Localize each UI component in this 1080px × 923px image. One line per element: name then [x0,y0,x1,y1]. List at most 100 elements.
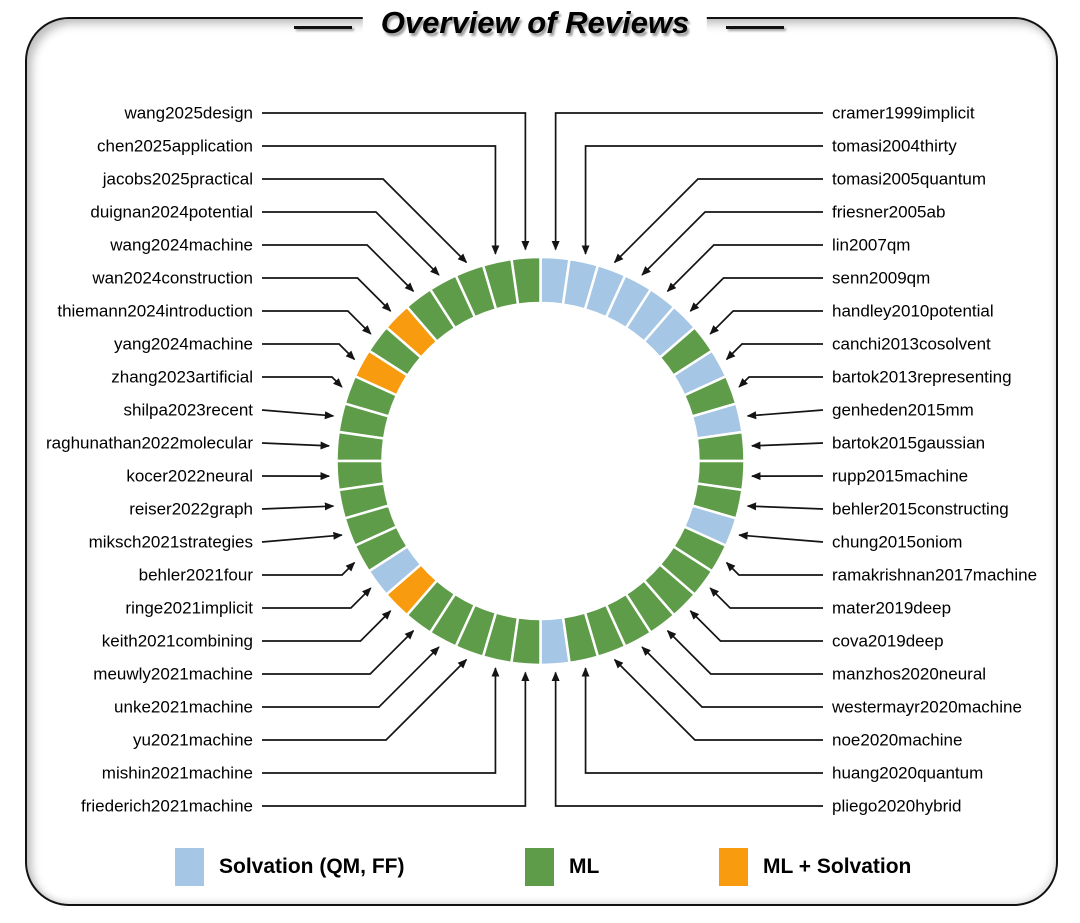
title-right-dash [726,26,784,29]
label-miksch2021strategies: miksch2021strategies [89,533,253,552]
leader-raghunathan2022molecular [261,441,331,450]
leader-friesner2005ab [641,211,823,276]
label-pliego2020hybrid: pliego2020hybrid [832,797,962,816]
label-unke2021machine: unke2021machine [114,698,253,717]
leader-chung2015oniom [738,531,824,543]
label-duignan2024potential: duignan2024potential [90,203,253,222]
leader-unke2021machine [262,646,440,708]
label-raghunathan2022molecular: raghunathan2022molecular [46,434,253,453]
label-mater2019deep: mater2019deep [832,599,951,618]
legend-swatch-ml [525,848,554,886]
label-behler2021four: behler2021four [139,566,254,585]
label-zhang2023artificial: zhang2023artificial [111,368,253,387]
leader-shilpa2023recent [261,409,335,420]
leader-mishin2021machine [262,667,500,774]
label-cramer1999implicit: cramer1999implicit [832,104,975,123]
leader-handley2010potential [709,310,823,335]
label-reiser2022graph: reiser2022graph [129,500,253,519]
leader-senn2009qm [689,277,823,312]
label-wang2024machine: wang2024machine [109,236,253,255]
leader-tomasi2004thirty [581,145,823,255]
legend-item-ml-solvation: ML + Solvation [719,848,911,886]
leader-ringe2021implicit [262,587,372,609]
label-noe2020machine: noe2020machine [832,731,962,750]
label-keith2021combining: keith2021combining [102,632,253,651]
donut-segments [335,255,746,667]
label-manzhos2020neural: manzhos2020neural [832,665,986,684]
label-wang2025design: wang2025design [123,104,253,123]
page-title: Overview of Reviews [362,3,708,43]
title-left-dash [294,26,352,29]
leader-bartok2015gaussian [750,441,824,450]
leader-arrows [261,112,824,807]
segment-pliego2020hybrid [539,615,571,667]
label-friesner2005ab: friesner2005ab [832,203,945,222]
legend-label-ml-solvation: ML + Solvation [763,855,912,878]
label-friederich2021machine: friederich2021machine [81,797,253,816]
segment-bartok2015gaussian [695,430,746,463]
leader-canchi2013cosolvent [725,343,823,361]
legend-item-solvation: Solvation (QM, FF) [175,848,404,886]
leader-behler2015constructing [746,502,824,511]
label-senn2009qm: senn2009qm [832,269,930,288]
segment-raghunathan2022molecular [335,430,386,463]
label-meuwly2021machine: meuwly2021machine [93,665,253,684]
leader-wang2024machine [262,244,415,292]
label-jacobs2025practical: jacobs2025practical [102,170,253,189]
leader-genheden2015mm [746,409,824,420]
label-yu2021machine: yu2021machine [133,731,253,750]
legend-swatch-ml-solvation [719,848,748,886]
leader-duignan2024potential [262,211,440,276]
legend-item-ml: ML [525,848,599,886]
label-mishin2021machine: mishin2021machine [102,764,253,783]
label-yang2024machine: yang2024machine [114,335,253,354]
label-shilpa2023recent: shilpa2023recent [124,401,254,420]
leader-mater2019deep [709,587,823,609]
leader-pliego2020hybrid [551,671,823,807]
label-behler2015constructing: behler2015constructing [832,500,1009,519]
label-rupp2015machine: rupp2015machine [832,467,968,486]
legend-swatch-solvation [175,848,204,886]
label-bartok2013representing: bartok2013representing [832,368,1012,387]
leader-friederich2021machine [262,671,530,807]
leader-yu2021machine [262,658,468,741]
leader-zhang2023artificial [262,376,343,388]
legend: Solvation (QM, FF) ML ML + Solvation [0,848,1080,888]
leader-manzhos2020neural [666,630,823,675]
label-westermayr2020machine: westermayr2020machine [831,698,1022,717]
label-wan2024construction: wan2024construction [91,269,253,288]
label-chen2025application: chen2025application [97,137,253,156]
legend-label-solvation: Solvation (QM, FF) [219,855,405,878]
label-ringe2021implicit: ringe2021implicit [125,599,253,618]
leader-huang2020quantum [581,667,823,774]
label-huang2020quantum: huang2020quantum [832,764,983,783]
label-handley2010potential: handley2010potential [832,302,994,321]
segment-friederich2021machine [510,615,542,667]
leader-behler2021four [262,561,356,576]
segment-labels: cramer1999implicit tomasi2004thirty tomasi… [46,104,1037,816]
label-cova2019deep: cova2019deep [832,632,944,651]
leader-ramakrishnan2017machine [725,561,823,576]
label-tomasi2004thirty: tomasi2004thirty [832,137,957,156]
leader-miksch2021strategies [261,531,343,543]
leader-keith2021combining [262,610,392,642]
leader-reiser2022graph [261,502,335,511]
leader-cova2019deep [689,610,823,642]
leader-tomasi2005quantum [613,178,823,264]
label-ramakrishnan2017machine: ramakrishnan2017machine [832,566,1037,585]
label-thiemann2024introduction: thiemann2024introduction [57,302,253,321]
leader-yang2024machine [262,343,356,361]
label-genheden2015mm: genheden2015mm [832,401,974,420]
leader-westermayr2020machine [641,646,823,708]
label-lin2007qm: lin2007qm [832,236,910,255]
leader-wan2024construction [262,277,392,312]
leader-meuwly2021machine [262,630,415,675]
leader-bartok2013representing [738,376,823,388]
label-tomasi2005quantum: tomasi2005quantum [832,170,986,189]
leader-chen2025application [262,145,500,255]
leader-lin2007qm [666,244,823,292]
leader-thiemann2024introduction [262,310,372,335]
leader-noe2020machine [613,658,823,741]
label-bartok2015gaussian: bartok2015gaussian [832,434,985,453]
